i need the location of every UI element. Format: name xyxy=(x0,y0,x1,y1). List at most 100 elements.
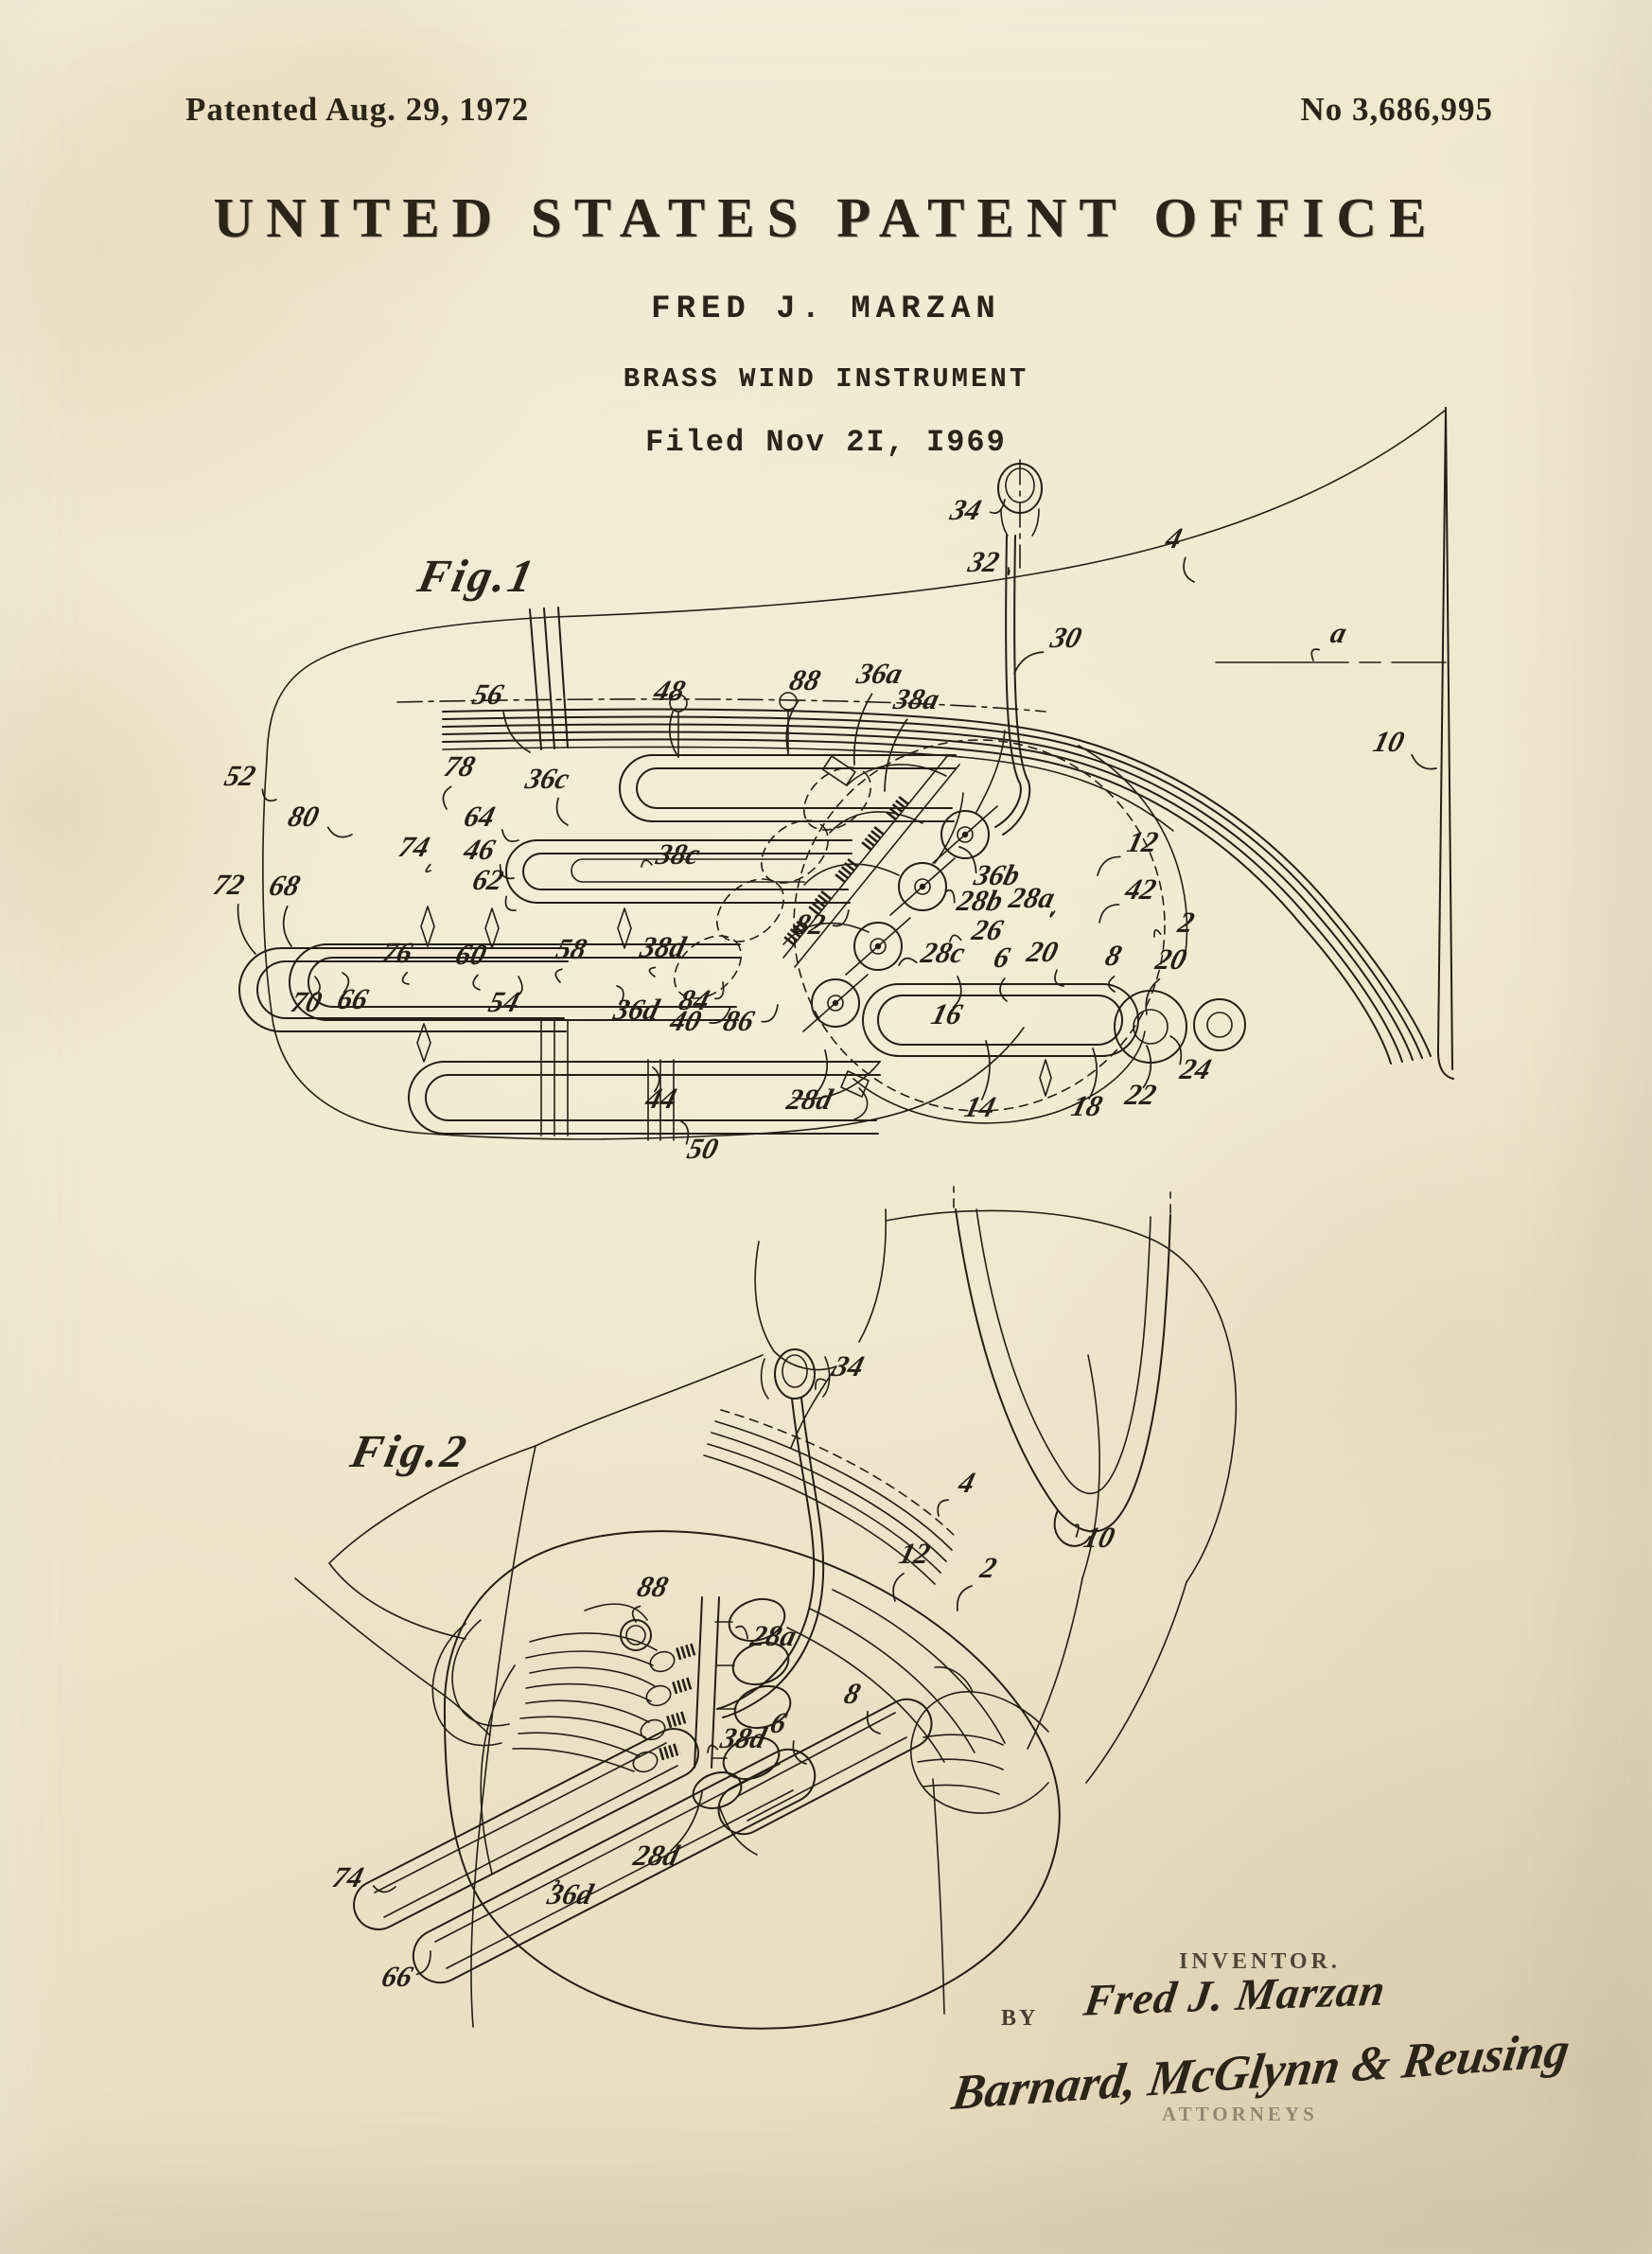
loop-44-inner xyxy=(425,1074,881,1121)
ref-label-70: 70 xyxy=(288,986,325,1018)
ref-label-28a: 28a xyxy=(747,1620,800,1652)
leader-line xyxy=(709,1006,731,1024)
loop-44-outer xyxy=(408,1061,881,1135)
leader-line xyxy=(713,981,725,1000)
diamond-brace-1 xyxy=(484,907,500,949)
fig2-valve-caps xyxy=(692,1597,792,1809)
leader-line xyxy=(761,1004,779,1023)
ref-label-38d: 38d xyxy=(716,1722,770,1754)
leader-line xyxy=(668,710,679,758)
ref-label-12: 12 xyxy=(1124,826,1162,858)
leader-line xyxy=(816,1049,828,1094)
ref-label-38a: 38a xyxy=(889,683,942,715)
fig2-cuff xyxy=(431,1619,510,1747)
ref-label-38c: 38c xyxy=(652,838,703,871)
player-body-line xyxy=(932,1778,945,2015)
ref-label-8: 8 xyxy=(841,1678,864,1710)
ref-label-28c: 28c xyxy=(917,937,968,969)
end-cap-24 xyxy=(1193,998,1246,1051)
leader-line xyxy=(1107,976,1116,993)
diamond-brace-3 xyxy=(420,906,435,947)
fig2-loop-6-outer xyxy=(717,1698,933,1836)
mouthpiece-taper xyxy=(1000,508,1040,537)
player-collar xyxy=(773,1350,837,1449)
fig2-mouthpiece-rim xyxy=(782,1354,808,1388)
leader-line xyxy=(1098,904,1120,924)
ref-label-54: 54 xyxy=(485,986,523,1018)
leader-line xyxy=(472,974,481,991)
ref-label-66: 66 xyxy=(378,1961,416,1993)
leader-line xyxy=(852,693,873,766)
leader-line xyxy=(282,906,292,947)
ref-label-72: 72 xyxy=(210,869,248,901)
ref-label-34: 34 xyxy=(946,494,985,526)
ref-label-58: 58 xyxy=(553,933,590,965)
leader-line xyxy=(1310,648,1321,661)
leader-line xyxy=(648,966,657,977)
ref-label-48: 48 xyxy=(650,675,689,707)
ref-label-60: 60 xyxy=(452,939,490,971)
tube-bundle-6 xyxy=(442,746,1174,832)
leader-line xyxy=(1013,651,1045,675)
bell-outer-sweep xyxy=(266,409,1447,760)
leader-line xyxy=(554,968,563,983)
leader-line xyxy=(313,976,321,996)
ref-label-36c: 36c xyxy=(521,763,572,795)
leader-line xyxy=(949,934,962,942)
fig2-valve-to-loop xyxy=(718,1805,758,1856)
figure2-drawing xyxy=(294,1186,1238,2030)
ref-label-2: 2 xyxy=(1174,907,1198,939)
ref-label-20: 20 xyxy=(1023,936,1062,968)
leader-line xyxy=(670,1791,703,1852)
tube-bundle-3 xyxy=(442,723,1414,1061)
linkage-hatch-boxes xyxy=(782,795,910,948)
end-cap-24-inner xyxy=(1206,1012,1233,1038)
ref-label-88: 88 xyxy=(634,1571,672,1603)
ref-label-28d: 28d xyxy=(782,1083,836,1116)
player-lapel xyxy=(535,1354,764,1447)
leader-line xyxy=(1054,969,1064,987)
loop-60-inner xyxy=(308,957,741,1008)
leader-line xyxy=(999,977,1008,1002)
fig2-lower-loops xyxy=(353,1728,817,1984)
ref-label-20: 20 xyxy=(1151,943,1190,976)
leader-line xyxy=(1142,1045,1152,1088)
leader-line xyxy=(261,788,277,802)
ref-label-22: 22 xyxy=(1121,1079,1160,1111)
fig2-bell-outer xyxy=(955,1208,1171,1533)
ref-label-a: a xyxy=(1327,617,1350,649)
ref-label-8: 8 xyxy=(1102,940,1125,972)
end-cap-22-inner xyxy=(1133,1009,1169,1045)
ref-label-24: 24 xyxy=(1176,1053,1215,1085)
loop-72-outer xyxy=(238,947,569,1032)
loop-16-outer xyxy=(862,983,1139,1057)
leader-line xyxy=(442,785,452,810)
leader-line xyxy=(502,712,531,753)
ref-label-36a: 36a xyxy=(852,658,905,690)
player-coat-front xyxy=(470,1445,536,2028)
ref-label-86: 86 xyxy=(720,1005,758,1037)
ref-label-6: 6 xyxy=(767,1707,790,1739)
loop-38b-inner xyxy=(636,767,957,809)
leader-line xyxy=(792,1740,807,1765)
tube-bundle-1 xyxy=(442,708,1432,1057)
ref-label-36b: 36b xyxy=(970,859,1023,891)
leadpipe xyxy=(994,535,1022,828)
fig2-thumb-ring-inner xyxy=(625,1625,646,1646)
water-key xyxy=(840,1070,870,1120)
ref-label-62: 62 xyxy=(469,864,507,896)
leadpipe-2 xyxy=(1002,535,1031,836)
fig2-mouthpiece-shade xyxy=(760,1356,831,1400)
body-outer-contour xyxy=(262,758,1025,1140)
leader-line xyxy=(641,859,653,868)
fig2-paddle-hatch xyxy=(659,1642,698,1761)
player-right-shoulder xyxy=(885,1209,1238,1583)
ref-label-28a: 28a xyxy=(1005,882,1058,914)
player-left-sleeve-bottom xyxy=(294,1577,491,1736)
figure1-drawing xyxy=(238,407,1454,1141)
bell-edge-2 xyxy=(1445,407,1453,1070)
ref-label-12: 12 xyxy=(896,1538,934,1570)
ref-label-40: 40 xyxy=(666,1005,705,1037)
diamond-brace-5 xyxy=(1039,1059,1052,1097)
brace-knob-48 xyxy=(669,694,688,713)
